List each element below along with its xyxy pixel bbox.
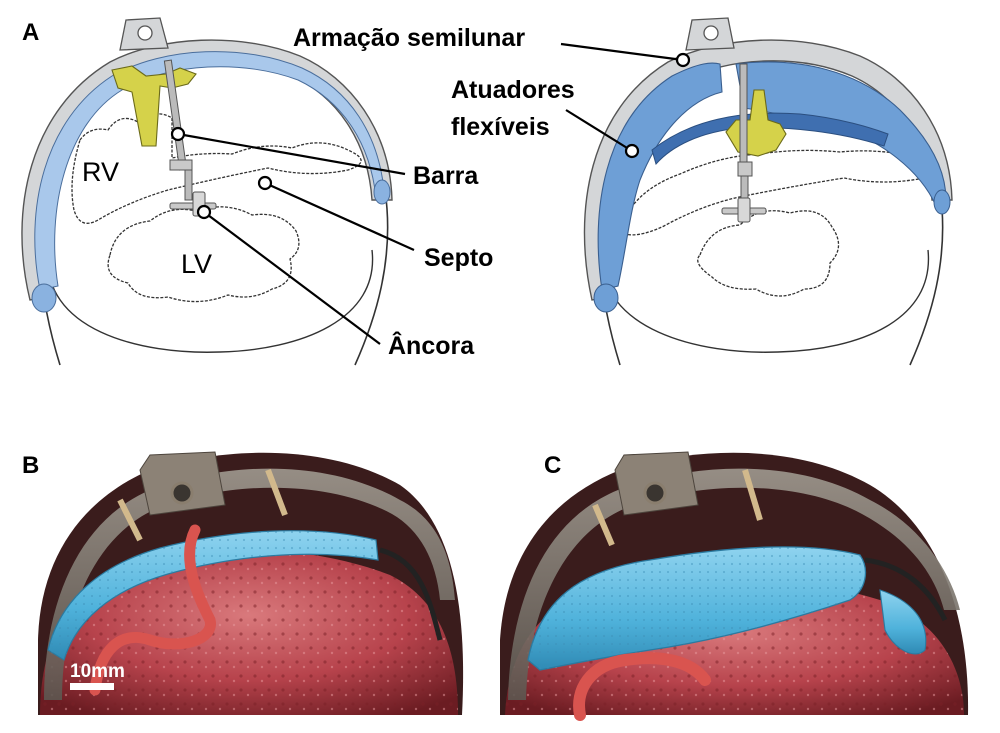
panel-letter-b: B — [22, 452, 39, 479]
lv-label: LV — [181, 249, 212, 279]
rod-shaft-left — [184, 169, 193, 201]
label-actuators-line1: Atuadores — [451, 76, 575, 104]
photo-c-cable — [864, 557, 948, 622]
lv-cavity-right — [697, 210, 840, 297]
actuator-right-end-cap-b — [933, 189, 951, 215]
heart-base-ellipse-left — [46, 249, 374, 353]
rod-collar-right — [737, 161, 753, 177]
photo-b-actuator-texture — [48, 530, 378, 660]
photo-b-cable — [379, 547, 443, 641]
photo-c-strap-a — [592, 503, 615, 547]
marker-anchor — [196, 204, 212, 220]
panel-c-photo — [500, 451, 969, 721]
panel-letter-c: C — [544, 452, 561, 479]
photo-b-red-tube — [89, 524, 216, 696]
rv-cavity-compressed — [619, 149, 932, 236]
leader-rod — [177, 132, 406, 176]
leader-septum — [264, 181, 415, 252]
photo-c-strap-b — [742, 469, 763, 521]
leader-frame — [560, 42, 684, 62]
photo-b-strap-b — [265, 468, 288, 517]
leader-anchor — [203, 211, 381, 345]
heart-base-ellipse-right — [601, 249, 930, 353]
panel-a-right-schematic — [583, 17, 953, 366]
actuator-right-inflated-a — [597, 62, 723, 291]
panel-a-left-schematic: RV LV — [21, 17, 393, 366]
photo-c-actuator-second — [879, 589, 927, 655]
photo-b-mount-bolt — [170, 481, 194, 505]
label-frame: Armação semilunar — [293, 24, 525, 52]
actuator-right-end-cap-a — [593, 283, 619, 313]
frame-mount-hole-right — [703, 25, 719, 41]
photo-b-tissue-texture — [40, 548, 458, 715]
label-anchor: Âncora — [388, 330, 475, 360]
label-actuators-line2: flexíveis — [451, 113, 550, 141]
panel-b-photo: 10mm — [38, 451, 464, 715]
leader-actuators — [565, 109, 633, 152]
actuator-left-end-cap-a — [31, 283, 57, 313]
rod-right — [739, 63, 748, 165]
actuator-left-end-cap-b — [373, 179, 391, 205]
marker-actuators — [624, 143, 640, 159]
frame-mount-hole-left — [137, 25, 153, 41]
rod-collar-left — [169, 159, 193, 171]
rv-label: RV — [82, 157, 119, 187]
photo-c-mount-bolt — [643, 481, 667, 505]
photo-c-red-tube — [573, 652, 711, 721]
anchor-hub-right — [737, 197, 751, 223]
scale-bar-label: 10mm — [70, 661, 125, 682]
photo-c-actuator-texture — [528, 546, 866, 670]
callout-leaders — [177, 42, 684, 345]
label-rod: Barra — [413, 162, 479, 190]
photo-b-strap-a — [117, 498, 143, 542]
marker-septum — [257, 175, 273, 191]
panel-letter-a: A — [22, 19, 39, 46]
scale-bar — [70, 683, 114, 690]
label-septum: Septo — [424, 244, 493, 272]
actuator-right-inner-band — [651, 112, 889, 166]
callout-markers — [170, 52, 691, 220]
marker-frame — [675, 52, 691, 68]
marker-rod — [170, 126, 186, 142]
